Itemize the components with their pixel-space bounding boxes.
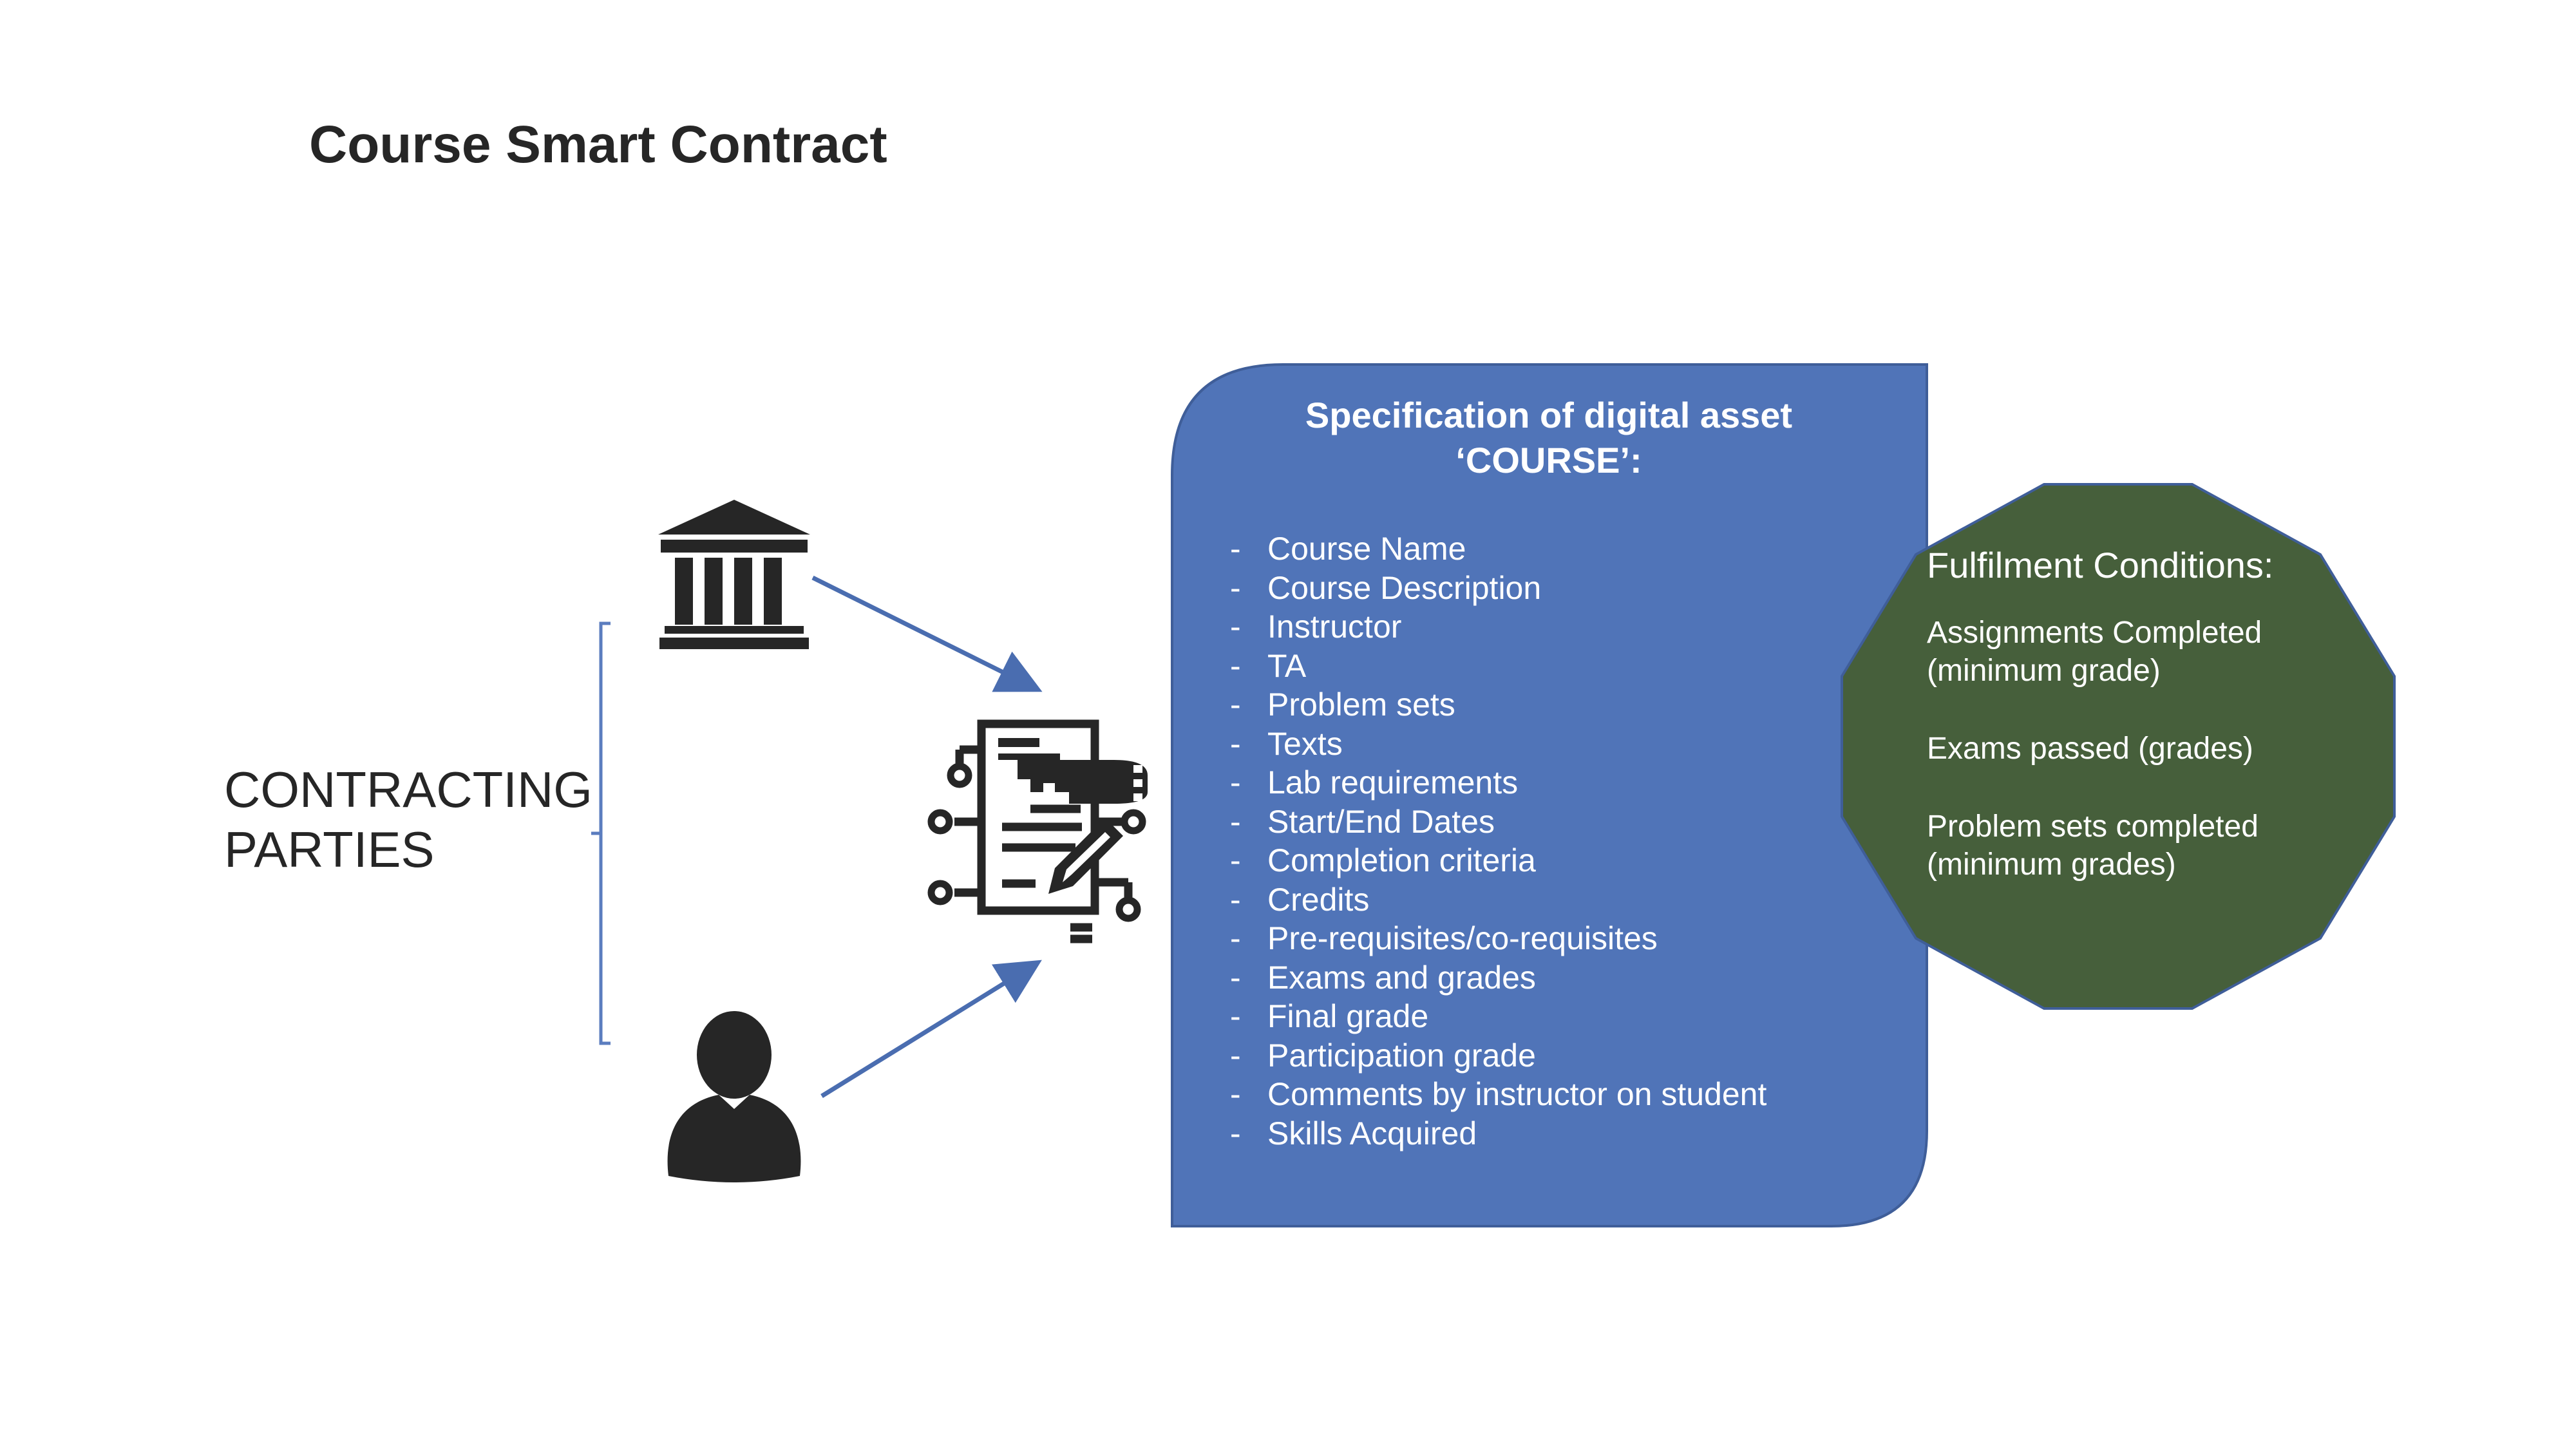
spec-title: Specification of digital asset ‘COURSE’: xyxy=(1179,393,1919,483)
condition-line: Problem sets completed xyxy=(1927,810,2259,844)
smart-contract-icon xyxy=(927,719,1148,943)
list-item-label: Start/End Dates xyxy=(1267,803,1495,840)
spec-title-line2: ‘COURSE’: xyxy=(1455,440,1642,480)
contracting-parties-label: CONTRACTING PARTIES xyxy=(224,760,592,880)
list-item: -Credits xyxy=(1230,880,1766,920)
person-icon xyxy=(667,1011,801,1182)
list-dash: - xyxy=(1230,842,1241,878)
condition-line: Assignments Completed xyxy=(1927,616,2262,650)
list-item-label: Instructor xyxy=(1267,609,1402,645)
list-item-label: Credits xyxy=(1267,881,1370,918)
list-dash: - xyxy=(1230,609,1241,645)
list-dash: - xyxy=(1230,687,1241,723)
parties-bracket xyxy=(591,621,611,1045)
list-dash: - xyxy=(1230,881,1241,918)
list-item-label: TA xyxy=(1267,647,1307,684)
list-dash: - xyxy=(1230,959,1241,996)
arrow-person-to-contract xyxy=(820,960,1042,1098)
spec-box xyxy=(1171,363,1928,1227)
list-dash: - xyxy=(1230,1076,1241,1112)
condition-item: Problem sets completed (minimum grades) xyxy=(1927,808,2273,884)
list-item-label: Comments by instructor on student xyxy=(1267,1076,1767,1112)
condition-line: (minimum grades) xyxy=(1927,848,2176,882)
list-item-label: Exams and grades xyxy=(1267,959,1536,996)
list-item: -Final grade xyxy=(1230,997,1766,1036)
list-dash: - xyxy=(1230,998,1241,1034)
list-item: -Problem sets xyxy=(1230,685,1766,724)
list-item: -Exams and grades xyxy=(1230,958,1766,998)
list-item-label: Problem sets xyxy=(1267,687,1455,723)
list-dash: - xyxy=(1230,920,1241,956)
list-dash: - xyxy=(1230,1115,1241,1151)
condition-line: (minimum grade) xyxy=(1927,654,2161,688)
list-dash: - xyxy=(1230,725,1241,762)
condition-item: Exams passed (grades) xyxy=(1927,730,2273,768)
conditions-content: Fulfilment Conditions: Assignments Compl… xyxy=(1927,543,2273,923)
list-item-label: Course Description xyxy=(1267,569,1542,606)
condition-line: Exams passed (grades) xyxy=(1927,732,2253,766)
list-dash: - xyxy=(1230,1037,1241,1074)
list-item-label: Completion criteria xyxy=(1267,842,1536,878)
list-item: -Skills Acquired xyxy=(1230,1114,1766,1153)
list-item-label: Pre-requisites/co-requisites xyxy=(1267,920,1658,956)
list-item: -Texts xyxy=(1230,724,1766,764)
list-item-label: Lab requirements xyxy=(1267,764,1519,800)
list-dash: - xyxy=(1230,803,1241,840)
page-title: Course Smart Contract xyxy=(309,115,887,174)
list-item: -Lab requirements xyxy=(1230,763,1766,802)
parties-label-line1: CONTRACTING xyxy=(224,761,592,818)
arrow-institution-to-contract xyxy=(811,575,1043,692)
list-item-label: Participation grade xyxy=(1267,1037,1536,1074)
list-item-label: Course Name xyxy=(1267,531,1466,567)
parties-label-line2: PARTIES xyxy=(224,821,435,878)
list-item: -Comments by instructor on student xyxy=(1230,1075,1766,1114)
bank-building-icon xyxy=(658,500,810,649)
list-item: -Instructor xyxy=(1230,607,1766,647)
list-dash: - xyxy=(1230,647,1241,684)
spec-title-line1: Specification of digital asset xyxy=(1305,395,1793,435)
list-item: -Course Name xyxy=(1230,529,1766,569)
list-item: -Course Description xyxy=(1230,569,1766,608)
list-item: -Start/End Dates xyxy=(1230,802,1766,842)
list-dash: - xyxy=(1230,569,1241,606)
list-item-label: Skills Acquired xyxy=(1267,1115,1477,1151)
list-dash: - xyxy=(1230,531,1241,567)
list-item-label: Final grade xyxy=(1267,998,1429,1034)
list-item: -Completion criteria xyxy=(1230,841,1766,880)
spec-list: -Course Name -Course Description -Instru… xyxy=(1230,529,1766,1153)
conditions-title: Fulfilment Conditions: xyxy=(1927,545,2274,585)
list-dash: - xyxy=(1230,764,1241,800)
list-item-label: Texts xyxy=(1267,725,1343,762)
list-item: -Participation grade xyxy=(1230,1036,1766,1075)
list-item: -Pre-requisites/co-requisites xyxy=(1230,919,1766,958)
condition-item: Assignments Completed (minimum grade) xyxy=(1927,614,2273,690)
list-item: -TA xyxy=(1230,647,1766,686)
conditions-box xyxy=(1841,483,2396,1010)
